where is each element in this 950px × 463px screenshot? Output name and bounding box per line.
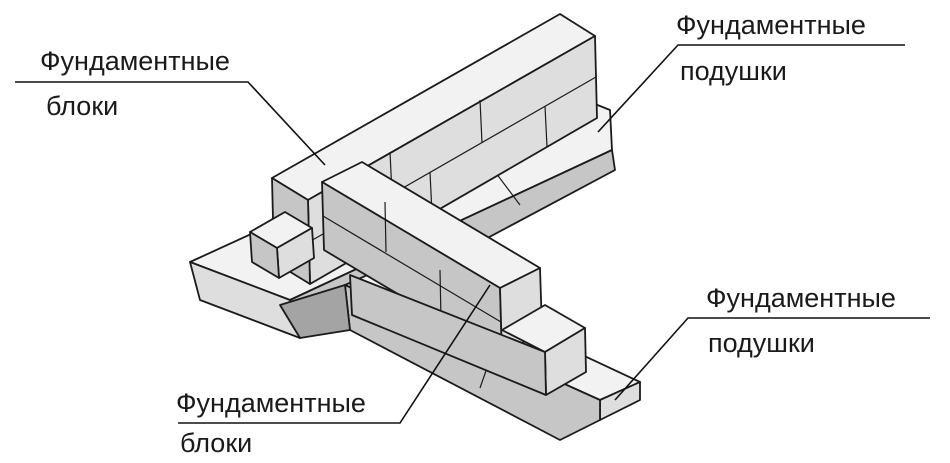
label-blocks-bottom-line2: блоки (180, 428, 252, 458)
label-blocks-bottom-line1: Фундаментные (176, 388, 366, 418)
leader-lines (15, 44, 930, 424)
front-wall-blocks (321, 161, 587, 396)
leader-pads-bottom (614, 317, 930, 401)
leader-pads-top (597, 44, 905, 133)
label-blocks-top-line2: блоки (46, 91, 118, 121)
leader-blocks-top (15, 81, 326, 166)
label-pads-top-line1: Фундаментные (676, 10, 866, 40)
label-blocks-top-line1: Фундаментные (40, 46, 230, 76)
label-pads-bottom-line2: подушки (708, 328, 815, 358)
label-pads-top-line2: подушки (680, 56, 787, 86)
label-pads-bottom-line1: Фундаментные (706, 283, 896, 313)
leader-blocks-bottom (178, 284, 491, 424)
